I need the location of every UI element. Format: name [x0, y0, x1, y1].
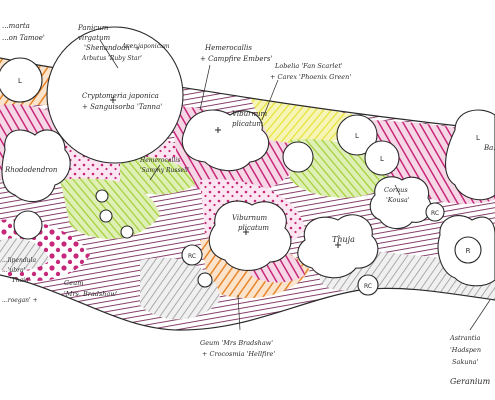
- note-a10: Lobelia 'Fan Scarlet': [274, 62, 343, 70]
- label-l-top-left: L: [18, 77, 22, 85]
- shrub-small-c2: [99, 209, 113, 223]
- note-a1: ...marta: [2, 22, 30, 30]
- shrub-l-top-left: [0, 57, 43, 103]
- shrub-small-c3: [120, 225, 134, 239]
- bed-edge-bottom: [0, 274, 495, 331]
- grey-drift-bottom-left: [0, 238, 50, 271]
- annotations: ...marta ...on Tamoe' Panicum virgatum '…: [2, 22, 495, 386]
- note-a12: Cryptomeria japonica: [82, 92, 159, 100]
- tree-canopy-right: [444, 109, 495, 201]
- yellow-drift-top-right: [250, 98, 360, 144]
- note-a31: Geum 'Mrs Bradshaw': [200, 339, 273, 347]
- note-a29: 'Mrs. Bradshaw': [64, 290, 118, 298]
- note-a17: Rhododendron: [4, 166, 58, 174]
- shrub-viburnum-bottom: [208, 200, 292, 271]
- shrub-viburnum-top: [181, 109, 270, 172]
- label-l-right-1: L: [355, 132, 359, 140]
- note-a5: 'Shenandoah' +: [84, 44, 140, 52]
- shrub-rhododendron: [1, 129, 71, 203]
- shrub-rc-1: [181, 244, 203, 266]
- label-rc-1: RC: [188, 253, 196, 260]
- note-a34: 'Hadspen: [450, 346, 481, 354]
- shrub-small-c4: [197, 272, 213, 288]
- circle-labels: L L L L RC RC RC R: [18, 77, 480, 290]
- note-a4: virgatum: [78, 34, 111, 42]
- shrub-small-centre: [282, 141, 314, 173]
- note-a30: ...roegan' +: [2, 297, 38, 304]
- note-a19: 'Sammy Russell': [140, 167, 190, 174]
- label-rc-2: RC: [364, 283, 372, 290]
- note-a22: Viburnum: [232, 214, 268, 222]
- note-a33: Astrantia: [449, 334, 481, 342]
- note-a35: Sakuna': [452, 358, 479, 366]
- note-a32: + Crocosmia 'Hellfire': [202, 350, 275, 358]
- note-a21: 'Kousa': [386, 196, 410, 204]
- note-a3: Panicum: [77, 24, 109, 32]
- note-a24: Thuja: [332, 235, 355, 244]
- note-a23: plicatum: [238, 224, 269, 232]
- note-a25: ...lipendula: [2, 257, 36, 264]
- label-r-right: R: [466, 247, 471, 255]
- note-a14: Viburnum: [232, 110, 268, 118]
- note-a6: Acer japonicum: [121, 43, 170, 50]
- note-a26: ...'ubra': [2, 267, 26, 274]
- shrub-l-right-2: [364, 140, 400, 176]
- note-a36: Geranium: [450, 377, 491, 386]
- note-a9: + Campfire Embers': [200, 55, 272, 63]
- shrubs: [0, 26, 495, 296]
- note-a18: Hemerocallis: [139, 157, 180, 164]
- shrub-rc-2: [357, 274, 379, 296]
- note-a27: 'Thaia': [10, 277, 31, 284]
- shrub-r-right: [454, 236, 482, 264]
- note-a2: ...on Tamoe': [2, 34, 45, 42]
- label-rc-3: RC: [431, 210, 439, 217]
- leader-lines: [99, 39, 491, 331]
- note-a13: + Sanguisorba 'Tanna': [82, 103, 162, 111]
- label-l-top-right: L: [476, 134, 480, 142]
- note-a8: Hemerocallis: [204, 44, 252, 52]
- tree-canopy-top-left: [46, 26, 184, 164]
- note-a28: Geum: [64, 279, 83, 287]
- label-l-right-2: L: [380, 155, 384, 163]
- note-a16: Ba...: [483, 144, 495, 152]
- lime-drift-centre: [120, 156, 195, 195]
- note-a20: Cornus: [384, 186, 408, 194]
- plant-centre-marks: [110, 97, 341, 248]
- shrub-small-left: [13, 210, 43, 240]
- shrub-small-c1: [95, 189, 109, 203]
- shrub-rc-3: [425, 202, 445, 222]
- note-a7: Arbutus 'Ruby Star': [81, 55, 142, 62]
- lime-drift-left: [60, 178, 160, 239]
- note-a15: plicatum: [232, 120, 263, 128]
- note-a11: + Carex 'Phoenix Green': [270, 73, 351, 81]
- shrub-l-right-1: [336, 114, 378, 156]
- grey-drift-bottom: [140, 257, 220, 320]
